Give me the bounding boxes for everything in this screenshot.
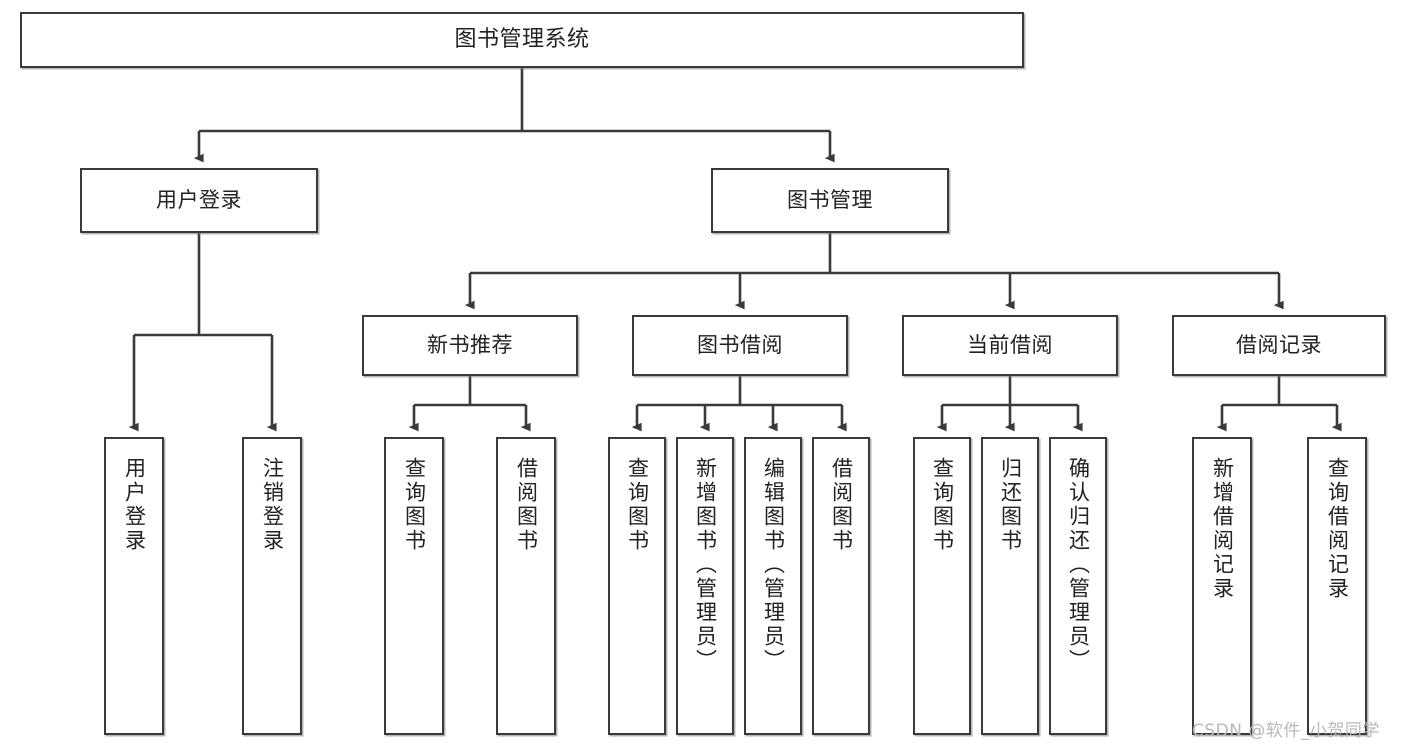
leaf-confirm-return-label: 确认归还（管理员） <box>1066 457 1091 673</box>
leaf-query-book-3-label: 查询图书 <box>930 457 955 553</box>
node-new-book-recommend[interactable]: 新书推荐 <box>362 315 578 376</box>
node-book-borrow-label: 图书借阅 <box>697 333 783 358</box>
leaf-return-book-label: 归还图书 <box>998 457 1023 553</box>
leaf-user-login[interactable]: 用户登录 <box>104 437 164 735</box>
leaf-user-logout[interactable]: 注销登录 <box>242 437 302 735</box>
node-user-login-label: 用户登录 <box>156 188 242 213</box>
node-book-borrow[interactable]: 图书借阅 <box>632 315 848 376</box>
leaf-borrow-book-2[interactable]: 借阅图书 <box>812 437 870 735</box>
node-new-book-recommend-label: 新书推荐 <box>427 333 513 358</box>
node-borrow-record-label: 借阅记录 <box>1236 333 1322 358</box>
leaf-add-record[interactable]: 新增借阅记录 <box>1192 437 1252 735</box>
node-book-manage[interactable]: 图书管理 <box>711 168 949 233</box>
leaf-edit-book-label: 编辑图书（管理员） <box>761 457 786 673</box>
node-root[interactable]: 图书管理系统 <box>20 12 1024 68</box>
leaf-query-book-2[interactable]: 查询图书 <box>608 437 666 735</box>
leaf-add-book[interactable]: 新增图书（管理员） <box>676 437 734 735</box>
leaf-borrow-book-1-label: 借阅图书 <box>514 457 539 553</box>
leaf-query-book-3[interactable]: 查询图书 <box>913 437 971 735</box>
leaf-query-book-1-label: 查询图书 <box>402 457 427 553</box>
leaf-return-book[interactable]: 归还图书 <box>981 437 1039 735</box>
leaf-query-book-1[interactable]: 查询图书 <box>384 437 444 735</box>
leaf-borrow-book-2-label: 借阅图书 <box>829 457 854 553</box>
leaf-confirm-return[interactable]: 确认归还（管理员） <box>1049 437 1107 735</box>
node-current-borrow-label: 当前借阅 <box>967 333 1053 358</box>
leaf-user-logout-label: 注销登录 <box>260 457 285 553</box>
node-root-label: 图书管理系统 <box>454 27 590 53</box>
node-user-login[interactable]: 用户登录 <box>80 168 318 233</box>
node-current-borrow[interactable]: 当前借阅 <box>902 315 1118 376</box>
leaf-query-record-label: 查询借阅记录 <box>1325 457 1350 601</box>
watermark-text: CSDN @软件_小贺同学 <box>1192 721 1380 741</box>
node-book-manage-label: 图书管理 <box>787 188 873 213</box>
leaf-add-record-label: 新增借阅记录 <box>1210 457 1235 601</box>
leaf-edit-book[interactable]: 编辑图书（管理员） <box>744 437 802 735</box>
leaf-user-login-label: 用户登录 <box>122 457 147 553</box>
node-borrow-record[interactable]: 借阅记录 <box>1172 315 1386 376</box>
leaf-query-record[interactable]: 查询借阅记录 <box>1307 437 1367 735</box>
leaf-query-book-2-label: 查询图书 <box>625 457 650 553</box>
leaf-borrow-book-1[interactable]: 借阅图书 <box>496 437 556 735</box>
leaf-add-book-label: 新增图书（管理员） <box>693 457 718 673</box>
